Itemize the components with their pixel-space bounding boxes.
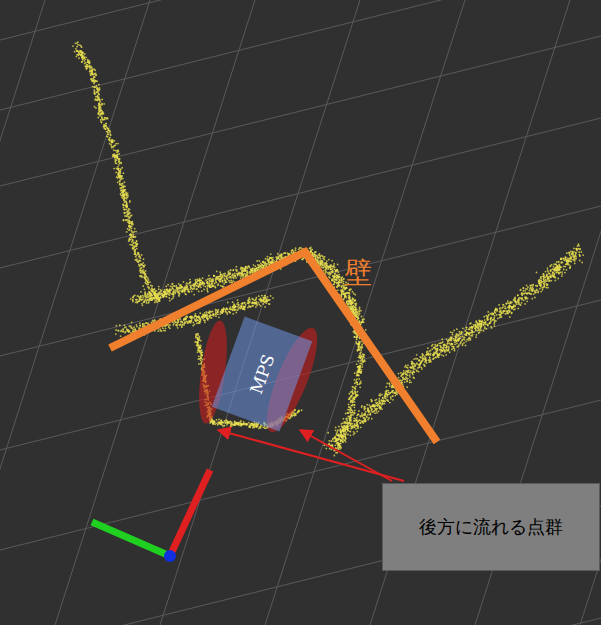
point-cloud-view: MPS後方に流れる点群壁 — [0, 0, 601, 625]
